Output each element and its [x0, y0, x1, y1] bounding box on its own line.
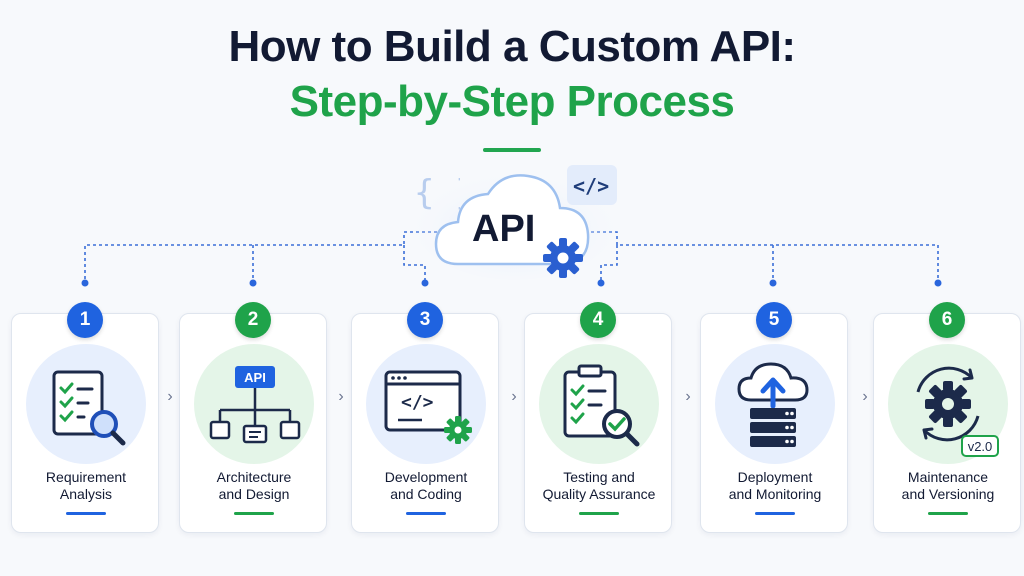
- step-number-badge: 5: [756, 302, 792, 338]
- chevron-right-icon: ›: [338, 388, 344, 405]
- page-title: How to Build a Custom API:: [228, 22, 796, 71]
- step-underline: [928, 512, 968, 515]
- svg-text:</>: </>: [573, 174, 609, 198]
- version-label: v2.0: [968, 439, 993, 454]
- step-icon-background: [715, 344, 835, 464]
- title-block: How to Build a Custom API: Step-by-Step …: [0, 22, 1024, 152]
- chevron-right-icon: ›: [167, 388, 173, 405]
- step-number-badge: 2: [235, 302, 271, 338]
- step-underline: [234, 512, 274, 515]
- step-icon-background: v2.0: [888, 344, 1008, 464]
- chevron-right-icon: ›: [685, 388, 691, 405]
- step-icon-background: </>: [366, 344, 486, 464]
- chevron-right-icon: ›: [862, 388, 868, 405]
- step-icon-background: [539, 344, 659, 464]
- curly-braces-icon: { }: [414, 173, 460, 213]
- clipboard-check-icon: [563, 364, 640, 447]
- api-hub: { } </> API: [410, 160, 620, 280]
- step-number-badge: 3: [407, 302, 443, 338]
- step-number-badge: 1: [67, 302, 103, 338]
- checklist-search-icon: [52, 370, 126, 446]
- code-window-gear-icon: </>: [384, 370, 472, 444]
- step-underline: [579, 512, 619, 515]
- step-underline: [755, 512, 795, 515]
- step-number-badge: 4: [580, 302, 616, 338]
- step-number-badge: 6: [929, 302, 965, 338]
- api-hub-label: API: [472, 208, 536, 250]
- cloud-upload-server-icon: [737, 362, 809, 447]
- architecture-diagram-icon: API: [209, 366, 301, 444]
- svg-text:</>: </>: [401, 392, 434, 413]
- step-underline: [66, 512, 106, 515]
- api-box-label: API: [244, 370, 266, 385]
- page-subtitle: Step-by-Step Process: [289, 77, 735, 126]
- step-icon-background: API: [194, 344, 314, 464]
- code-tag-icon: </>: [567, 165, 617, 205]
- svg-text:{ }: { }: [414, 173, 460, 213]
- title-underline: [483, 148, 541, 152]
- gear-icon: [543, 238, 583, 278]
- step-icon-background: [26, 344, 146, 464]
- chevron-right-icon: ›: [511, 388, 517, 405]
- gear-cycle-icon: v2.0: [916, 366, 999, 457]
- step-underline: [406, 512, 446, 515]
